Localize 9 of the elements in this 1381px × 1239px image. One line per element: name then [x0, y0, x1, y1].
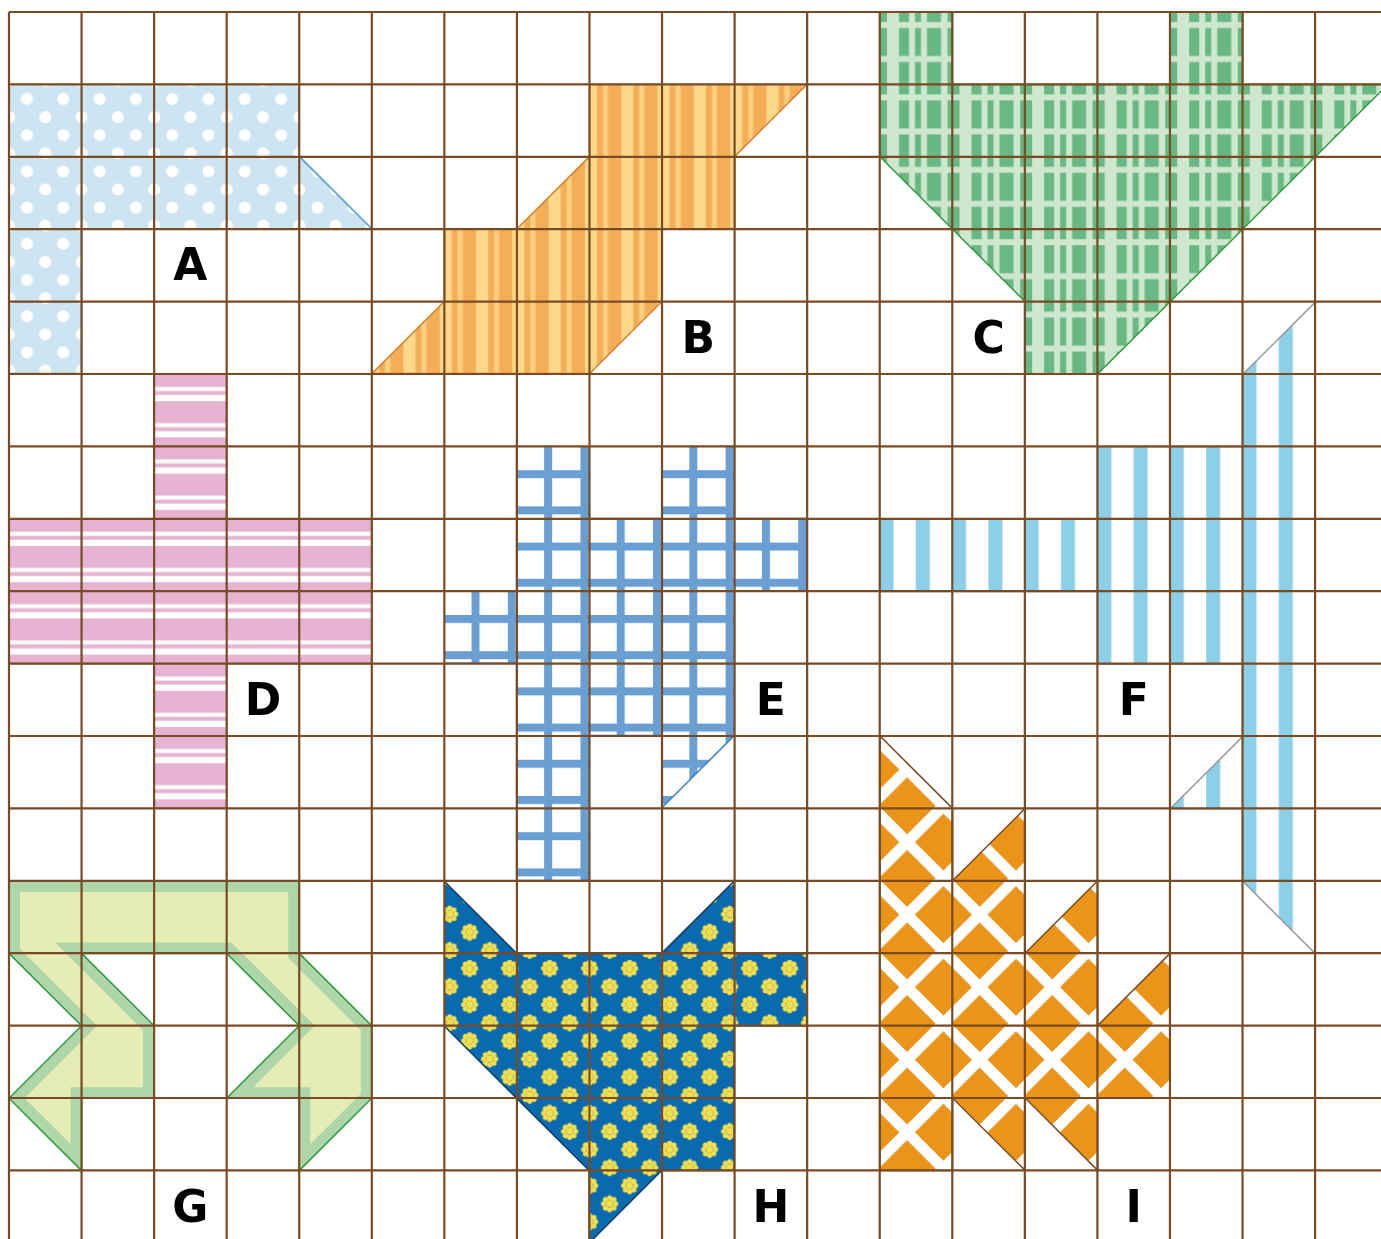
shape-letter: I	[1125, 1184, 1142, 1229]
shape-letter: D	[244, 677, 282, 722]
shape-letter: C	[972, 315, 1005, 360]
shape-letter: G	[172, 1184, 209, 1229]
shape-letter: A	[173, 243, 208, 288]
shape-letter: H	[752, 1184, 790, 1229]
shape-letter: F	[1118, 677, 1149, 722]
shape-letter: B	[681, 315, 716, 360]
shape-letter: E	[755, 677, 786, 722]
